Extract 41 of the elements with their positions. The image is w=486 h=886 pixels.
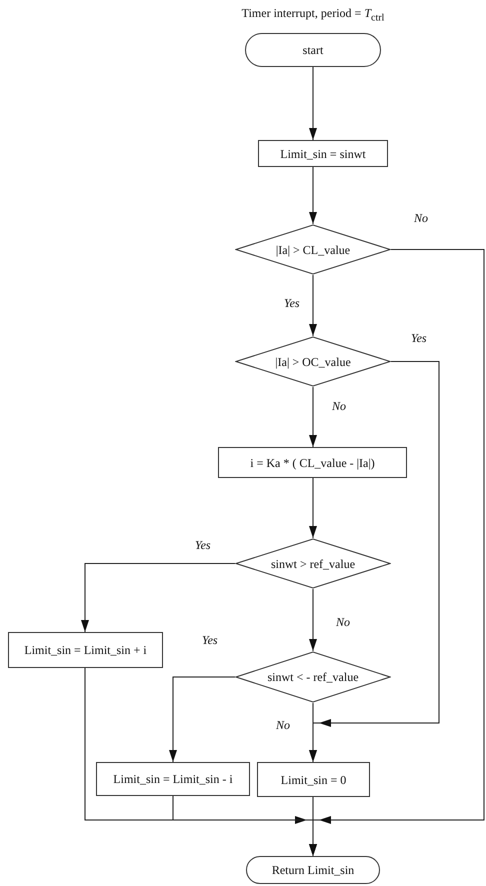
process-text: Limit_sin = Limit_sin - i xyxy=(113,772,233,786)
process-box xyxy=(257,762,370,797)
condition-text: |Ia| > OC_value xyxy=(275,354,351,368)
terminal-label: start xyxy=(302,43,324,57)
arrow xyxy=(309,702,317,762)
edge-label: No xyxy=(332,399,346,413)
arrow xyxy=(81,563,236,632)
process-text: Limit_sin = Limit_sin + i xyxy=(24,643,147,657)
edge-label: No xyxy=(414,211,428,225)
condition-text: sinwt < - ref_value xyxy=(267,670,359,684)
terminator-shape xyxy=(246,856,380,884)
process-box xyxy=(218,447,407,478)
edge-label: Yes xyxy=(195,538,211,552)
condition-text: sinwt > ref_value xyxy=(270,556,356,570)
arrow xyxy=(309,588,317,652)
edge-label: No xyxy=(336,615,350,629)
edge-label: Yes xyxy=(411,331,427,345)
process-text: Limit_sin = 0 xyxy=(280,772,346,786)
terminal-label: Return Limit_sin xyxy=(272,863,354,877)
process-box xyxy=(8,632,163,668)
arrow xyxy=(309,386,317,448)
process-text: Limit_sin = sinwt xyxy=(280,146,366,160)
decision-diamond xyxy=(235,224,391,275)
process-text: i = Ka * ( CL_value - |Ia|) xyxy=(250,456,375,470)
condition-text: |Ia| > CL_value xyxy=(276,242,350,256)
edge-label: No xyxy=(276,718,290,732)
arrow xyxy=(309,796,317,856)
process-box xyxy=(258,140,388,167)
decision-diamond xyxy=(235,651,391,703)
arrow xyxy=(309,478,317,538)
flowchart-title: Timer interrupt, period = T$_{ctrl}$ xyxy=(242,6,384,26)
arrow xyxy=(309,66,317,140)
terminator-shape xyxy=(245,33,381,67)
decision-diamond xyxy=(235,336,391,387)
edge-label: Yes xyxy=(284,296,300,310)
decision-diamond xyxy=(235,538,391,589)
arrow xyxy=(169,676,236,762)
arrow xyxy=(309,166,317,224)
arrow xyxy=(309,274,317,336)
edge-label: Yes xyxy=(202,633,218,647)
process-box xyxy=(96,762,250,796)
